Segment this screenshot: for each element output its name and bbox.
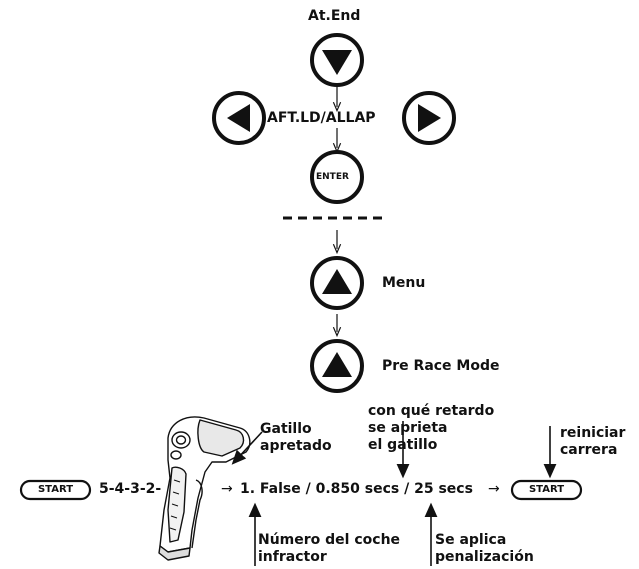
- controller-icon: [158, 416, 251, 561]
- at-end-label: At.End: [308, 8, 361, 24]
- enter-label: ENTER: [316, 172, 349, 182]
- left-button-icon[interactable]: [212, 91, 266, 145]
- start-label: START: [37, 484, 74, 495]
- right-button-icon[interactable]: [402, 91, 456, 145]
- left-right-label: AFT.LD/ALLAP: [267, 110, 376, 126]
- car-number-annotation: Número del coche infractor: [258, 532, 401, 565]
- callout-arrow: [231, 431, 263, 465]
- delay-annotation: con qué retardo se aprieta el gatillo: [368, 403, 495, 453]
- up-button-icon[interactable]: [310, 256, 364, 310]
- restart-annotation: reiniciar carrera: [560, 425, 626, 458]
- pre-race-label: Pre Race Mode: [382, 358, 500, 374]
- enter-button-icon[interactable]: [310, 150, 364, 204]
- up-button-icon[interactable]: [310, 339, 364, 393]
- down-button-icon[interactable]: [310, 33, 364, 87]
- sequence-arrow: →: [221, 481, 233, 497]
- sequence-arrow: →: [488, 481, 500, 497]
- start-button[interactable]: [510, 479, 583, 501]
- trigger-annotation: Gatillo apretado: [260, 421, 332, 454]
- start-button[interactable]: [19, 479, 92, 501]
- result-text: 1. False / 0.850 secs / 25 secs: [240, 481, 473, 497]
- start-label: START: [528, 484, 565, 495]
- countdown-text: 5-4-3-2-: [99, 481, 162, 497]
- penalty-annotation: Se aplica penalización: [435, 532, 534, 565]
- menu-label: Menu: [382, 275, 426, 291]
